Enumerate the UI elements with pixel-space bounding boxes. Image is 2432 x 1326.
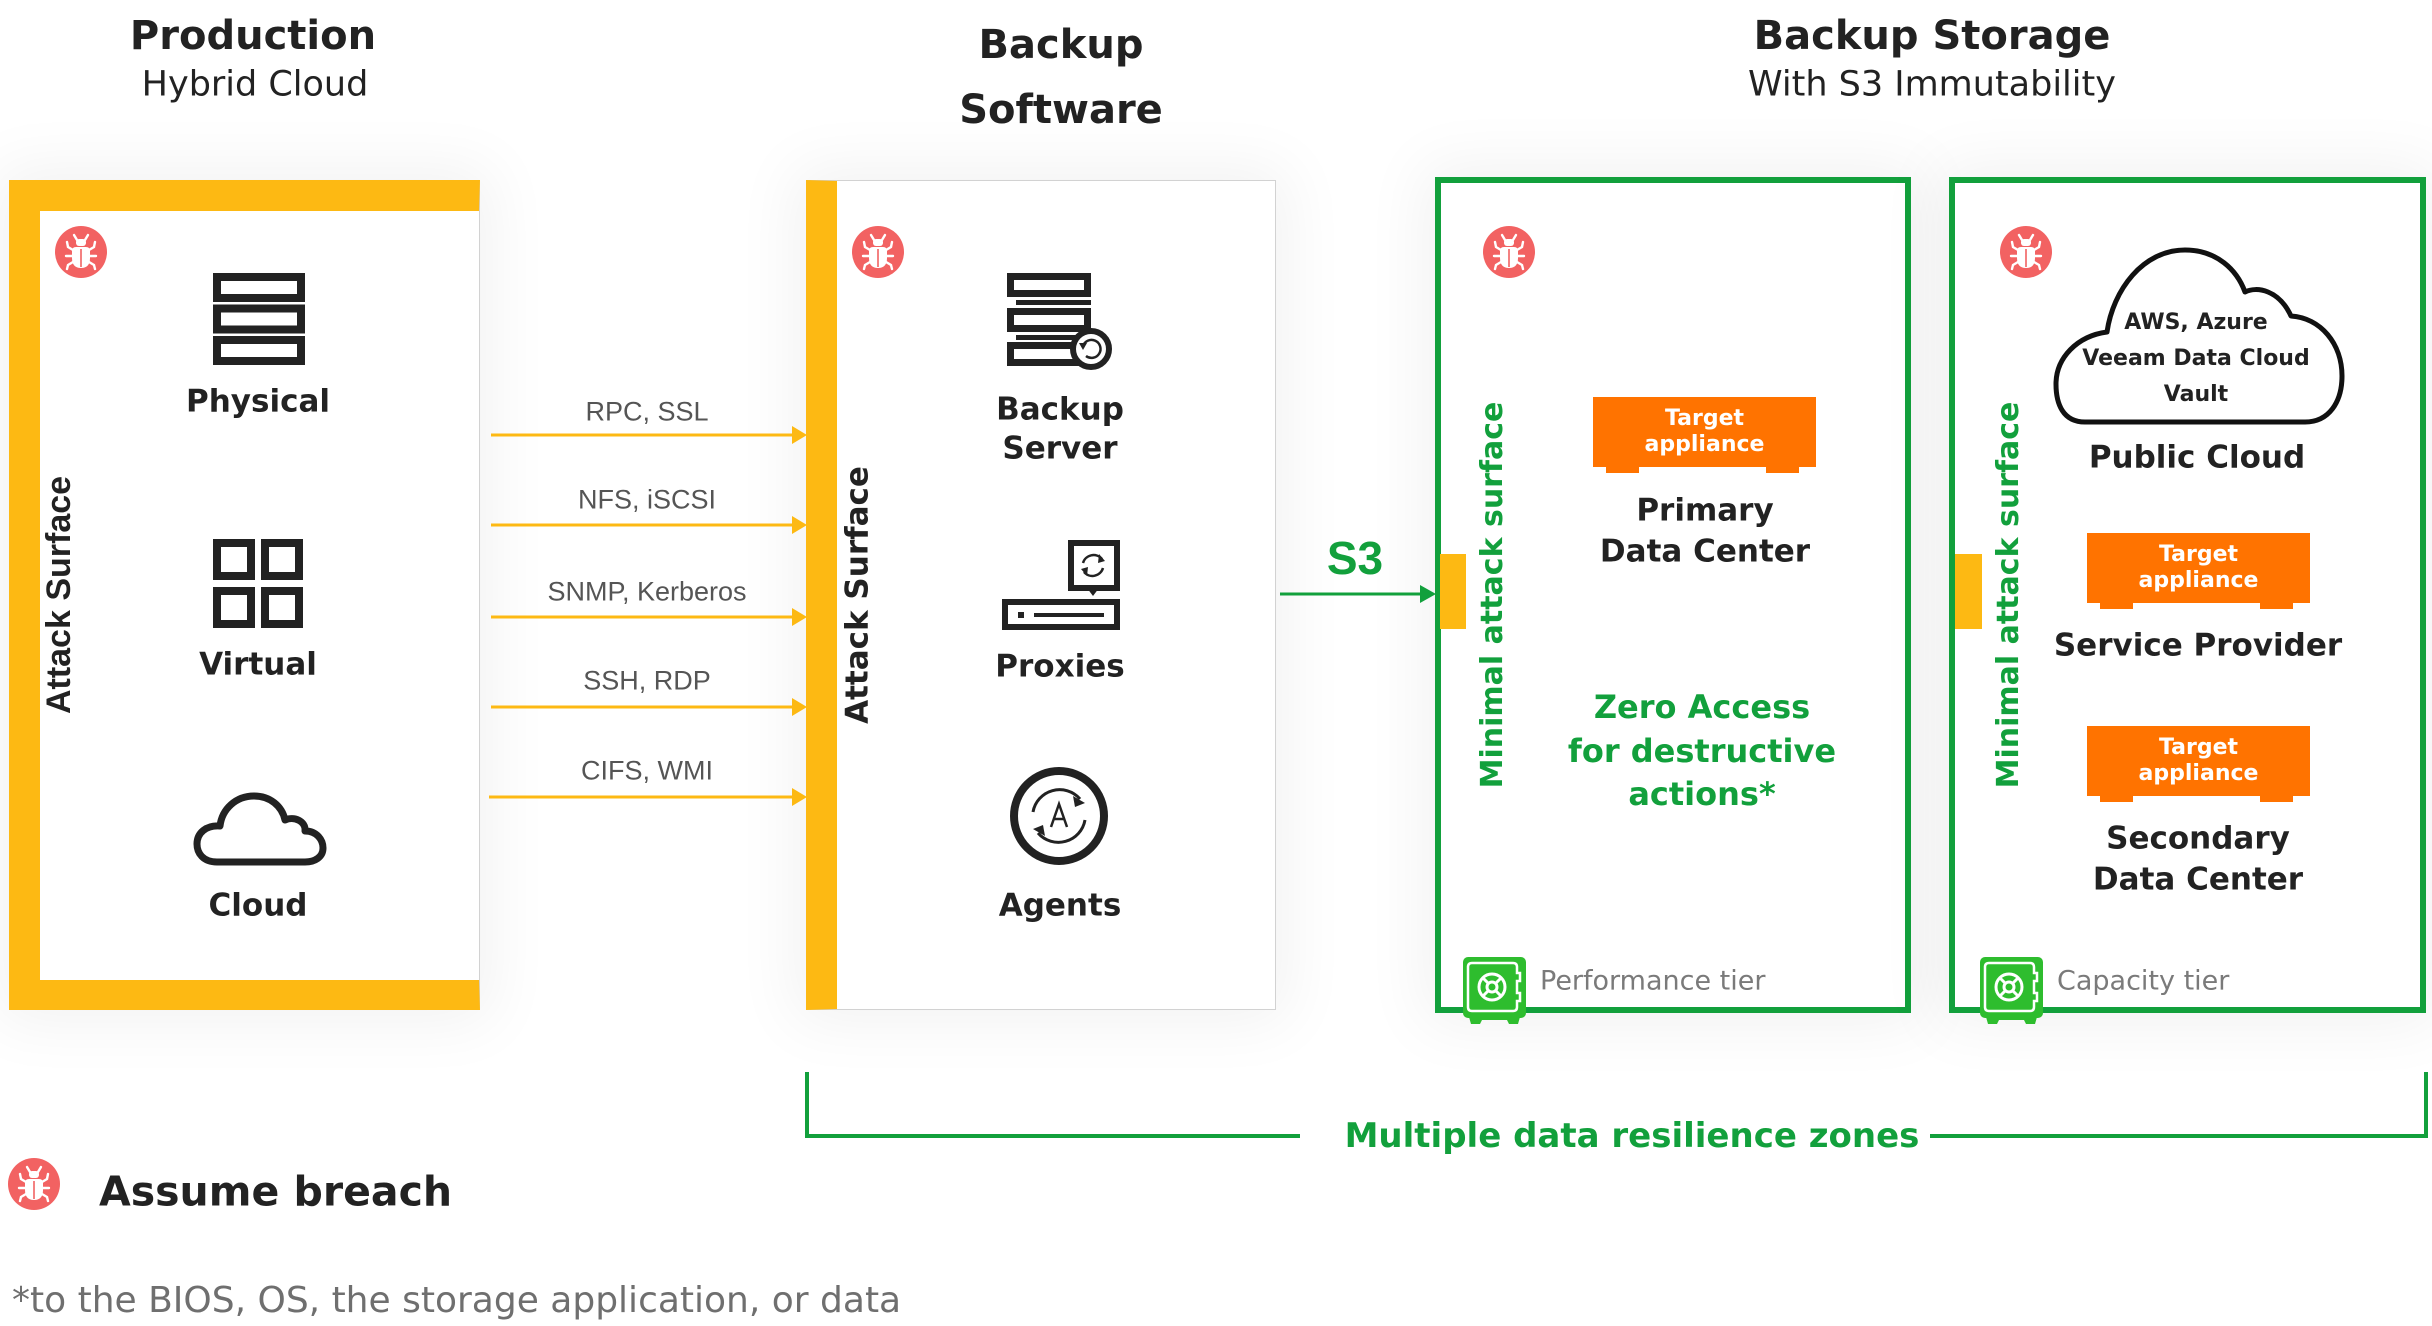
protocol-label: CIFS, WMI bbox=[581, 755, 713, 786]
public-cloud-icon bbox=[2053, 246, 2345, 426]
appliance-label-line2: appliance bbox=[2138, 568, 2259, 593]
cloud-providers-line3: Vault bbox=[2163, 382, 2229, 407]
production-item-virtual: Virtual bbox=[199, 646, 317, 683]
target-appliance-icon bbox=[2087, 533, 2310, 613]
resilience-zones-label: Multiple data resilience zones bbox=[1344, 1116, 1920, 1156]
secondary-site-label-line2: Data Center bbox=[2092, 861, 2304, 898]
virtual-grid-icon bbox=[213, 539, 303, 628]
production-panel bbox=[9, 180, 480, 1010]
bug-icon bbox=[8, 1158, 60, 1210]
agent-icon bbox=[1009, 766, 1109, 866]
target-appliance-icon bbox=[1593, 397, 1816, 477]
resilience-bracket-left bbox=[805, 1072, 1300, 1138]
performance-tier-label: Performance tier bbox=[1540, 965, 1766, 997]
protocol-arrow bbox=[491, 698, 807, 716]
footnote: *to the BIOS, OS, the storage applicatio… bbox=[12, 1280, 902, 1321]
protocol-label: SNMP, Kerberos bbox=[547, 576, 747, 607]
resilience-bracket-right bbox=[1930, 1072, 2428, 1138]
production-item-physical: Physical bbox=[186, 383, 330, 420]
production-title: Production bbox=[129, 13, 377, 59]
target-appliance: Target appliance bbox=[2087, 726, 2310, 802]
target-appliance: Target appliance bbox=[1593, 397, 1816, 473]
minimal-attack-surface-label: Minimal attack surface bbox=[1991, 401, 2026, 789]
s3-label: S3 bbox=[1326, 532, 1384, 584]
backup-server-label-line1: Backup bbox=[996, 391, 1124, 428]
primary-site-label-line1: Primary bbox=[1636, 492, 1774, 529]
server-stack-icon bbox=[213, 273, 305, 365]
bug-icon bbox=[55, 226, 107, 278]
resilience-zone-performance bbox=[1435, 177, 1911, 1013]
backup-storage-subtitle: With S3 Immutability bbox=[1748, 64, 2116, 105]
target-appliance-icon bbox=[2087, 726, 2310, 806]
appliance-label-line1: Target bbox=[1664, 406, 1745, 431]
secondary-site-label-line1: Secondary bbox=[2106, 820, 2290, 857]
s3-arrow bbox=[1280, 585, 1436, 603]
zero-access-note-line3: actions* bbox=[1628, 775, 1776, 813]
proxy-icon bbox=[1002, 540, 1120, 630]
protocol-arrow bbox=[489, 788, 807, 806]
vault-icon bbox=[1980, 957, 2043, 1024]
protocol-arrow bbox=[491, 608, 807, 626]
assume-breach-label: Assume breach bbox=[99, 1167, 453, 1216]
protocol-arrow bbox=[491, 426, 807, 444]
protocol-label: SSH, RDP bbox=[583, 665, 711, 696]
protocol-label: NFS, iSCSI bbox=[577, 484, 717, 515]
service-provider-label: Service Provider bbox=[2053, 627, 2343, 664]
target-appliance: Target appliance bbox=[2087, 533, 2310, 609]
zero-access-note-line1: Zero Access bbox=[1593, 688, 1811, 726]
capacity-tier-label: Capacity tier bbox=[2057, 965, 2230, 997]
backup-software-attack-surface-label: Attack Surface bbox=[839, 466, 876, 724]
appliance-label-line2: appliance bbox=[1644, 432, 1765, 457]
backup-software-panel bbox=[806, 180, 1276, 1010]
production-item-cloud: Cloud bbox=[208, 887, 308, 924]
protocol-label: RPC, SSL bbox=[585, 396, 709, 427]
vault-icon bbox=[1463, 957, 1526, 1024]
cloud-providers-line2: Veeam Data Cloud bbox=[2082, 346, 2310, 371]
production-attack-surface-label: Attack Surface bbox=[40, 475, 78, 715]
production-subtitle: Hybrid Cloud bbox=[141, 64, 369, 105]
appliance-label-line2: appliance bbox=[2138, 761, 2259, 786]
backup-server-icon bbox=[1007, 273, 1113, 371]
proxies-label: Proxies bbox=[995, 648, 1125, 685]
cloud-icon bbox=[193, 791, 327, 866]
protocol-arrow bbox=[491, 516, 807, 534]
attack-surface-tab bbox=[1440, 554, 1466, 629]
bug-icon bbox=[852, 226, 904, 278]
bug-icon bbox=[2000, 226, 2052, 278]
cloud-providers-line1: AWS, Azure bbox=[2124, 310, 2268, 335]
appliance-label-line1: Target bbox=[2158, 542, 2239, 567]
minimal-attack-surface-label: Minimal attack surface bbox=[1475, 401, 1510, 789]
attack-surface-tab bbox=[1955, 554, 1982, 629]
primary-site-label-line2: Data Center bbox=[1599, 533, 1811, 570]
backup-storage-title: Backup Storage bbox=[1753, 13, 2111, 59]
appliance-label-line1: Target bbox=[2158, 735, 2239, 760]
bug-icon bbox=[1483, 226, 1535, 278]
backup-server-label-line2: Server bbox=[1002, 430, 1118, 467]
public-cloud-label: Public Cloud bbox=[2088, 439, 2306, 476]
agents-label: Agents bbox=[998, 887, 1122, 924]
zero-access-note-line2: for destructive bbox=[1567, 732, 1837, 770]
backup-software-title-line1: Backup bbox=[978, 22, 1144, 68]
backup-software-title-line2: Software bbox=[959, 87, 1163, 133]
